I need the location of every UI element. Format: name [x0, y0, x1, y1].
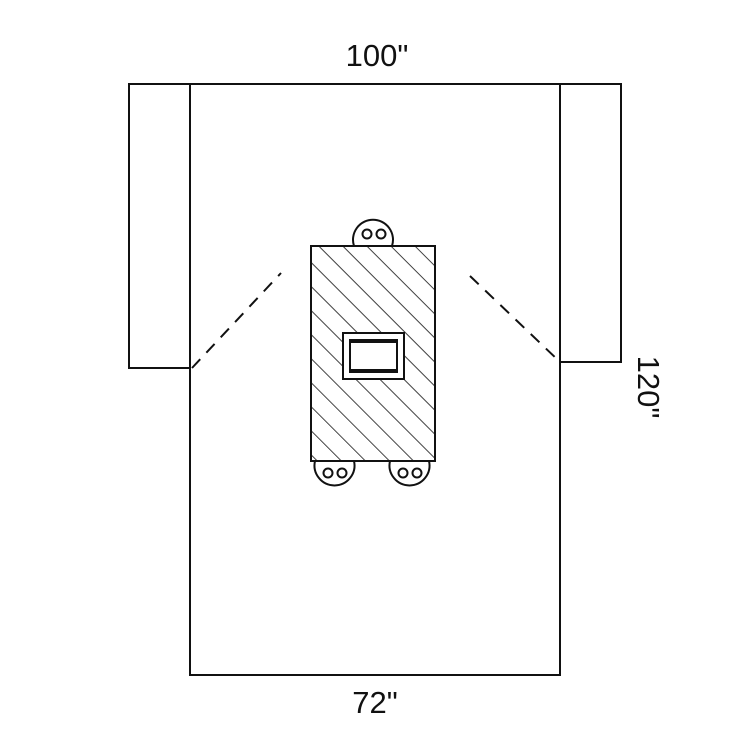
left-armboard-cover — [128, 83, 191, 369]
bottom-left-cord-holder — [313, 460, 356, 487]
top-cord-holder — [352, 218, 394, 247]
fenestration-window — [342, 332, 405, 380]
right-length-label: 120" — [631, 356, 666, 419]
bottom-right-cord-holder — [388, 460, 431, 487]
bottom-width-label: 72" — [352, 685, 398, 720]
right-armboard-cover — [559, 83, 622, 363]
drape-body — [189, 83, 561, 676]
left-fold-line — [191, 272, 282, 369]
right-fold-line — [469, 275, 561, 363]
top-width-label: 100" — [346, 38, 409, 73]
